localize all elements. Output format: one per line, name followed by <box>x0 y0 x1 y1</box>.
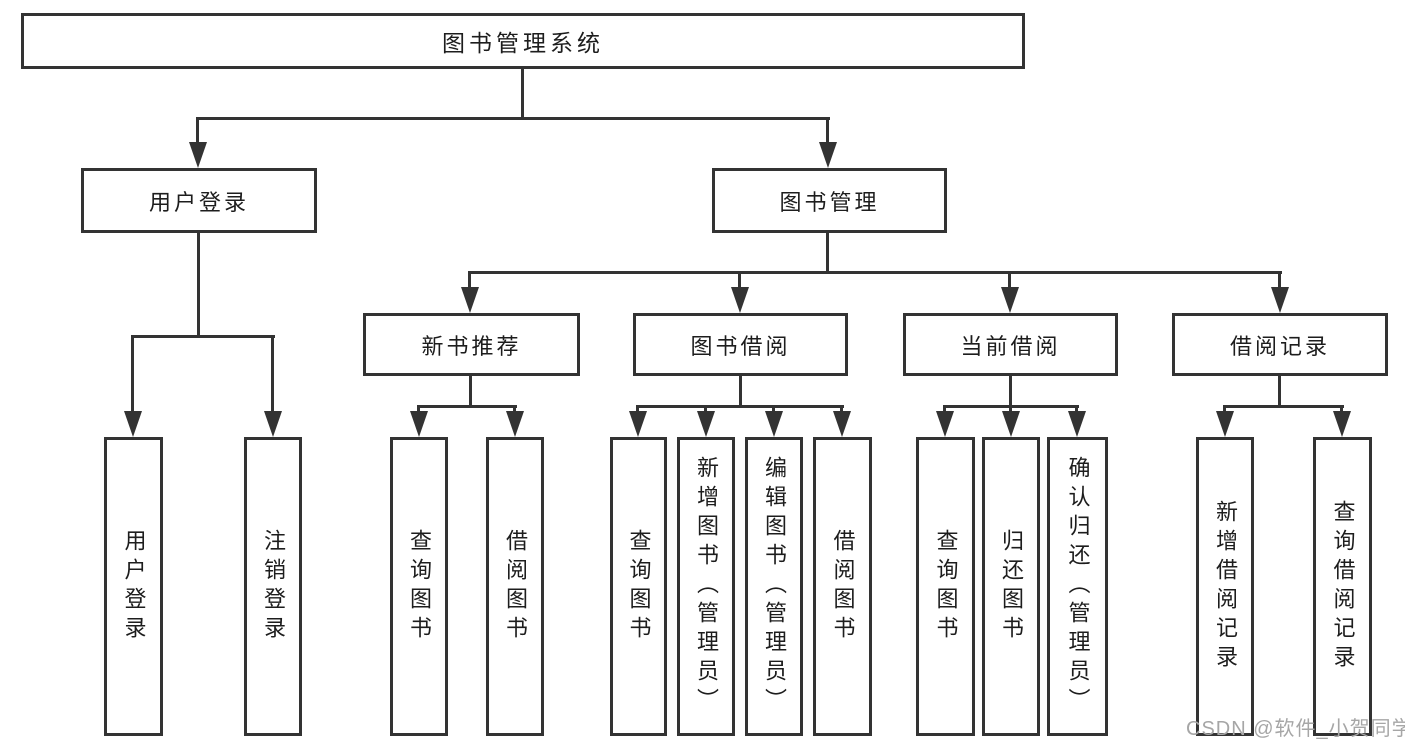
leaf-confirm-return-admin: 确认归还（管理员） <box>1047 437 1108 736</box>
node-borrowing-records: 借阅记录 <box>1172 313 1388 376</box>
connector-vline <box>1008 271 1011 289</box>
connector-vline <box>826 233 829 274</box>
arrow-down-icon <box>1068 411 1086 437</box>
connector-hline <box>469 271 1282 274</box>
node-library-system: 图书管理系统 <box>21 13 1025 69</box>
connector-vline <box>1223 405 1226 414</box>
arrow-down-icon <box>819 142 837 168</box>
connector-vline <box>772 405 775 414</box>
connector-vline <box>1009 376 1012 408</box>
connector-vline <box>196 117 199 143</box>
leaf-borrow-books-recommend: 借阅图书 <box>486 437 544 736</box>
connector-vline <box>1278 271 1281 289</box>
arrow-down-icon <box>731 287 749 313</box>
connector-hline <box>637 405 844 408</box>
leaf-add-borrow-record: 新增借阅记录 <box>1196 437 1254 736</box>
arrow-down-icon <box>189 142 207 168</box>
arrow-down-icon <box>936 411 954 437</box>
leaf-query-books-current: 查询图书 <box>916 437 975 736</box>
arrow-down-icon <box>1271 287 1289 313</box>
leaf-query-books-recommend: 查询图书 <box>390 437 448 736</box>
leaf-user-login: 用户登录 <box>104 437 163 736</box>
connector-hline <box>132 335 275 338</box>
leaf-add-books-admin: 新增图书（管理员） <box>677 437 735 736</box>
arrow-down-icon <box>1333 411 1351 437</box>
arrow-down-icon <box>506 411 524 437</box>
arrow-down-icon <box>1001 287 1019 313</box>
connector-hline <box>1224 405 1344 408</box>
connector-vline <box>468 271 471 289</box>
connector-vline <box>417 405 420 414</box>
node-book-borrowing: 图书借阅 <box>633 313 848 376</box>
connector-vline <box>197 233 200 338</box>
leaf-query-borrow-record: 查询借阅记录 <box>1313 437 1372 736</box>
node-book-management: 图书管理 <box>712 168 947 233</box>
node-new-book-recommendation: 新书推荐 <box>363 313 580 376</box>
connector-vline <box>271 335 274 413</box>
leaf-edit-books-admin: 编辑图书（管理员） <box>745 437 803 736</box>
connector-vline <box>513 405 516 414</box>
connector-hline <box>418 405 517 408</box>
connector-vline <box>943 405 946 414</box>
connector-vline <box>1278 376 1281 408</box>
arrow-down-icon <box>264 411 282 437</box>
connector-vline <box>469 376 472 408</box>
arrow-down-icon <box>833 411 851 437</box>
arrow-down-icon <box>410 411 428 437</box>
connector-vline <box>636 405 639 414</box>
leaf-borrow-books-borrowing: 借阅图书 <box>813 437 872 736</box>
connector-vline <box>738 271 741 289</box>
arrow-down-icon <box>1002 411 1020 437</box>
connector-vline <box>1340 405 1343 414</box>
connector-vline <box>131 335 134 413</box>
arrow-down-icon <box>629 411 647 437</box>
arrow-down-icon <box>124 411 142 437</box>
connector-vline <box>704 405 707 414</box>
csdn-watermark: CSDN @软件_小贺同学 <box>1186 718 1405 740</box>
arrow-down-icon <box>461 287 479 313</box>
leaf-query-books-borrowing: 查询图书 <box>610 437 667 736</box>
node-user-login: 用户登录 <box>81 168 317 233</box>
connector-vline <box>739 376 742 408</box>
leaf-return-books: 归还图书 <box>982 437 1040 736</box>
arrow-down-icon <box>697 411 715 437</box>
arrow-down-icon <box>765 411 783 437</box>
connector-vline <box>826 117 829 143</box>
connector-vline <box>840 405 843 414</box>
connector-hline <box>197 117 830 120</box>
connector-vline <box>1009 405 1012 414</box>
connector-vline <box>521 69 524 120</box>
leaf-logout: 注销登录 <box>244 437 302 736</box>
node-current-borrowing: 当前借阅 <box>903 313 1118 376</box>
arrow-down-icon <box>1216 411 1234 437</box>
connector-vline <box>1075 405 1078 414</box>
